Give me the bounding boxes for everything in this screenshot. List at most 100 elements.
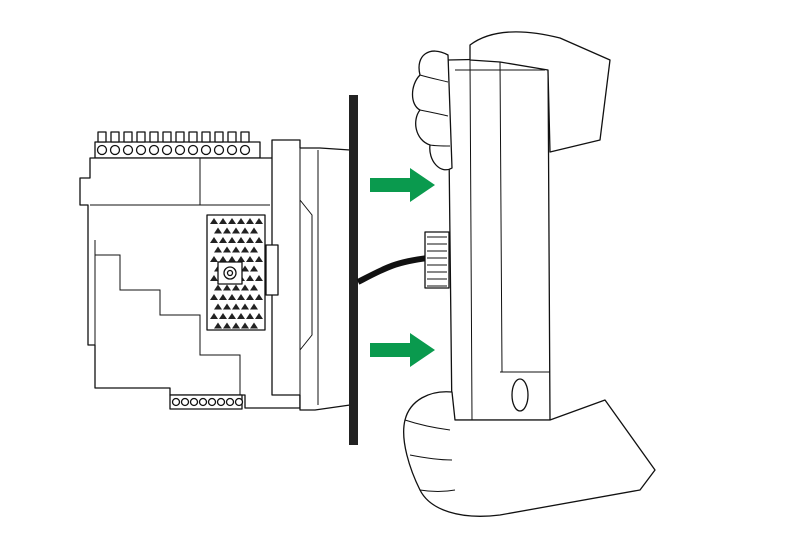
- grille-hole: [232, 303, 240, 310]
- grille-hole: [223, 322, 231, 329]
- grille-hole: [255, 294, 263, 300]
- terminal-screw: [227, 131, 237, 143]
- grille-hole: [223, 284, 231, 291]
- terminal-screw: [201, 131, 211, 143]
- grille-hole: [241, 227, 249, 234]
- grille-hole: [241, 322, 249, 329]
- grille-hole: [250, 265, 258, 272]
- terminal-screw: [149, 131, 159, 143]
- terminal-screw: [136, 131, 146, 143]
- grille-hole: [237, 313, 245, 319]
- grille-hole: [241, 284, 249, 291]
- cable-icon: [356, 255, 429, 285]
- terminal-screw: [213, 144, 225, 156]
- arrow-right-icon: [370, 168, 435, 202]
- terminal-screw: [123, 131, 133, 143]
- grille-hole: [241, 246, 249, 253]
- grille-hole: [255, 256, 263, 262]
- hand-icon: [403, 391, 656, 517]
- grille-hole: [228, 294, 236, 300]
- terminal-screw: [225, 397, 235, 407]
- display-unit-icon: [447, 57, 551, 421]
- grille-hole: [232, 227, 240, 234]
- grille-hole: [232, 246, 240, 253]
- grille-hole: [250, 322, 258, 329]
- grille-hole: [232, 322, 240, 329]
- grille-hole: [228, 256, 236, 262]
- bottom-terminal-block: [169, 394, 244, 410]
- grille-hole: [255, 275, 263, 281]
- terminal-screw: [207, 397, 217, 407]
- grille-hole: [219, 294, 227, 300]
- terminal-screw: [161, 144, 173, 156]
- arrow-right-icon: [370, 333, 435, 367]
- grille-hole: [210, 313, 218, 319]
- grille-hole: [223, 246, 231, 253]
- grille-hole: [250, 246, 258, 253]
- grille-hole: [241, 265, 249, 272]
- grille-hole: [255, 313, 263, 319]
- terminal-screw: [180, 397, 190, 407]
- grille-hole: [246, 294, 254, 300]
- grille-hole: [237, 256, 245, 262]
- terminal-screw: [216, 397, 226, 407]
- grille-hole: [214, 227, 222, 234]
- grille-hole: [214, 303, 222, 310]
- grille-hole: [219, 256, 227, 262]
- terminal-screw: [200, 144, 212, 156]
- grille-hole: [250, 227, 258, 234]
- terminal-screw: [240, 131, 250, 143]
- grille-hole: [228, 218, 236, 224]
- grille-hole: [237, 294, 245, 300]
- terminal-screw: [135, 144, 147, 156]
- grille-hole: [210, 256, 218, 262]
- terminal-screw: [174, 144, 186, 156]
- top-terminal-block: [94, 131, 261, 159]
- grille-hole: [219, 313, 227, 319]
- terminal-screw: [175, 131, 185, 143]
- terminal-screw: [187, 144, 199, 156]
- grille-hole: [228, 313, 236, 319]
- grille-hole: [223, 303, 231, 310]
- grille-hole: [223, 227, 231, 234]
- terminal-screw: [148, 144, 160, 156]
- grille-hole: [246, 313, 254, 319]
- grille-hole: [214, 284, 222, 291]
- grille-hole: [219, 218, 227, 224]
- grille-hole: [246, 237, 254, 243]
- grille-hole: [241, 303, 249, 310]
- vent-grille: [206, 214, 266, 331]
- terminal-screw: [96, 144, 108, 156]
- terminal-screw: [97, 131, 107, 143]
- grille-hole: [246, 275, 254, 281]
- terminal-screw: [198, 397, 208, 407]
- grille-hole: [214, 322, 222, 329]
- grille-hole: [246, 256, 254, 262]
- grille-hole: [255, 237, 263, 243]
- grille-hole: [250, 303, 258, 310]
- terminal-screw: [214, 131, 224, 143]
- terminal-screw: [122, 144, 134, 156]
- grille-hole: [210, 218, 218, 224]
- grille-hole: [210, 294, 218, 300]
- panel-icon: [349, 95, 358, 445]
- grille-hole: [255, 218, 263, 224]
- grille-hole: [210, 237, 218, 243]
- grille-hole: [214, 246, 222, 253]
- grille-hole: [232, 284, 240, 291]
- terminal-screw: [239, 144, 251, 156]
- terminal-screw: [109, 144, 121, 156]
- terminal-screw: [188, 131, 198, 143]
- grille-hole: [246, 218, 254, 224]
- terminal-screw: [234, 397, 244, 407]
- grille-hole: [219, 237, 227, 243]
- terminal-screw: [162, 131, 172, 143]
- terminal-screw: [171, 397, 181, 407]
- grille-hole: [210, 275, 218, 281]
- grille-hole: [228, 237, 236, 243]
- din-module-icon: [79, 131, 351, 411]
- grille-hole: [237, 237, 245, 243]
- cable-gland: [424, 231, 450, 289]
- terminal-screw: [189, 397, 199, 407]
